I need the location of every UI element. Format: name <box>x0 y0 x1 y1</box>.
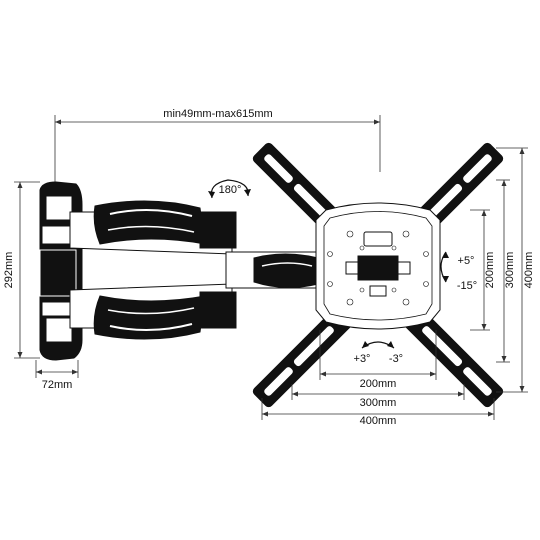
wall-plate <box>39 181 83 361</box>
wall-plate-depth-dimension: 72mm <box>35 360 79 391</box>
extension-arm <box>225 251 319 289</box>
wall-plate-height-label: 292mm <box>3 252 15 289</box>
tv-bracket <box>252 142 504 408</box>
vesa-h-300-label: 300mm <box>360 397 397 409</box>
vesa-v-200-label: 200mm <box>484 252 496 289</box>
vesa-v-400-label: 400mm <box>523 252 535 289</box>
level-minus-label: -3° <box>389 353 403 365</box>
tilt-indicator: +5° -15° <box>440 251 477 292</box>
tilt-up-label: +5° <box>458 255 475 267</box>
vesa-horizontal-dimensions: 200mm 300mm 400mm <box>261 330 495 427</box>
swivel-indicator: 180° <box>208 179 251 199</box>
wall-plate-depth-label: 72mm <box>42 379 73 391</box>
vesa-h-400-label: 400mm <box>360 415 397 427</box>
level-adjust-indicator: +3° -3° <box>354 341 403 365</box>
wall-plate-height-dimension: 292mm <box>3 181 40 359</box>
lower-arm <box>69 283 237 340</box>
vesa-vertical-dimensions: 200mm 300mm 400mm <box>470 147 535 393</box>
vesa-v-300-label: 300mm <box>504 252 516 289</box>
vesa-h-200-label: 200mm <box>360 378 397 390</box>
tilt-down-label: -15° <box>457 280 477 292</box>
extension-label: min49mm-max615mm <box>163 108 272 120</box>
level-plus-label: +3° <box>354 353 371 365</box>
swivel-label: 180° <box>219 184 242 196</box>
upper-arm <box>69 200 237 255</box>
extension-dimension: min49mm-max615mm <box>54 108 381 182</box>
